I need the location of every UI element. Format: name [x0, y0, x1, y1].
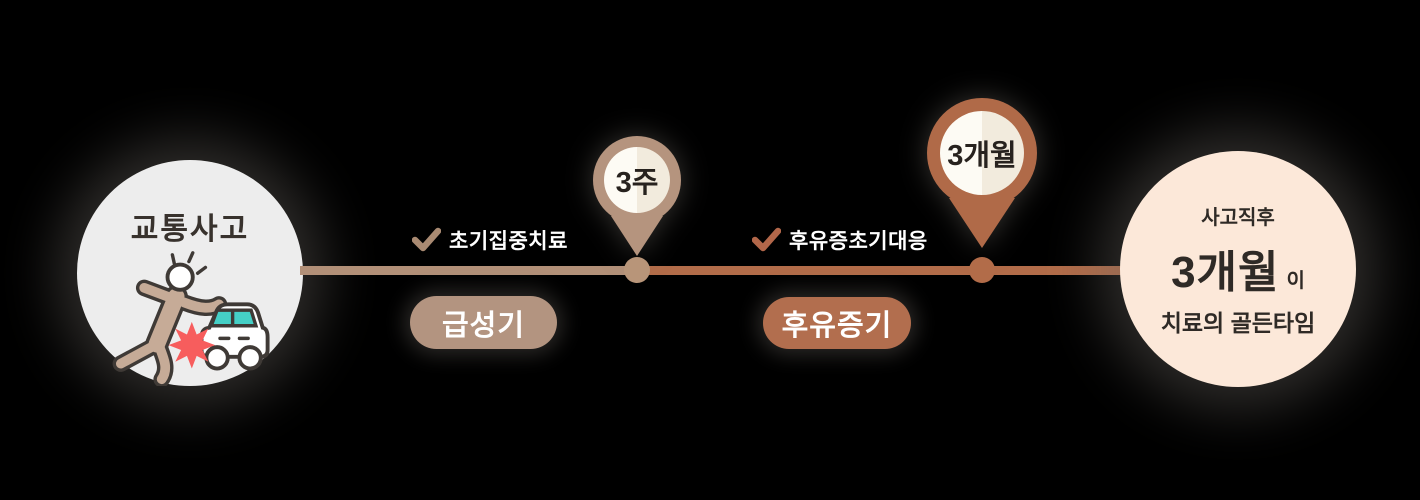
phase2-check-label: 후유증초기대응 — [789, 230, 928, 253]
accident-title: 교통사고 — [130, 213, 250, 246]
pin-outer-circle: 3주 — [593, 136, 681, 224]
golden-time-line1: 사고직후 — [1201, 206, 1275, 229]
golden-time-highlight-row: 3개월 이 — [1171, 236, 1305, 300]
pin-label-3weeks: 3주 — [604, 147, 670, 213]
check-icon — [412, 227, 441, 252]
pin-tail — [611, 216, 663, 256]
golden-time-particle: 이 — [1286, 269, 1305, 292]
phase1-check-label: 초기집중치료 — [449, 230, 568, 253]
pin-label-3months: 3개월 — [940, 111, 1024, 195]
timeline-segment-aftereffect — [637, 266, 1122, 275]
pin-tail — [949, 198, 1015, 248]
check-icon — [752, 227, 781, 252]
milestone-pin-3months: 3개월 — [927, 98, 1037, 248]
phase1-check-row: 초기집중치료 — [412, 225, 568, 255]
person-hit-by-car-icon — [112, 251, 270, 386]
accident-start-circle: 교통사고 — [77, 160, 303, 386]
golden-time-circle: 사고직후 3개월 이 치료의 골든타임 — [1120, 151, 1356, 387]
timeline-segment-acute — [300, 266, 637, 275]
golden-time-line2: 치료의 골든타임 — [1160, 309, 1316, 336]
impact-burst — [168, 321, 216, 369]
pin-outer-circle: 3개월 — [927, 98, 1037, 208]
golden-time-highlight: 3개월 — [1171, 247, 1280, 297]
phase2-check-row: 후유증초기대응 — [752, 225, 928, 255]
phase1-badge-acute: 급성기 — [410, 296, 557, 349]
timeline-node-3weeks — [624, 257, 650, 283]
timeline-node-3months — [969, 257, 995, 283]
milestone-pin-3weeks: 3주 — [593, 136, 681, 256]
phase2-badge-aftereffect: 후유증기 — [763, 297, 911, 349]
